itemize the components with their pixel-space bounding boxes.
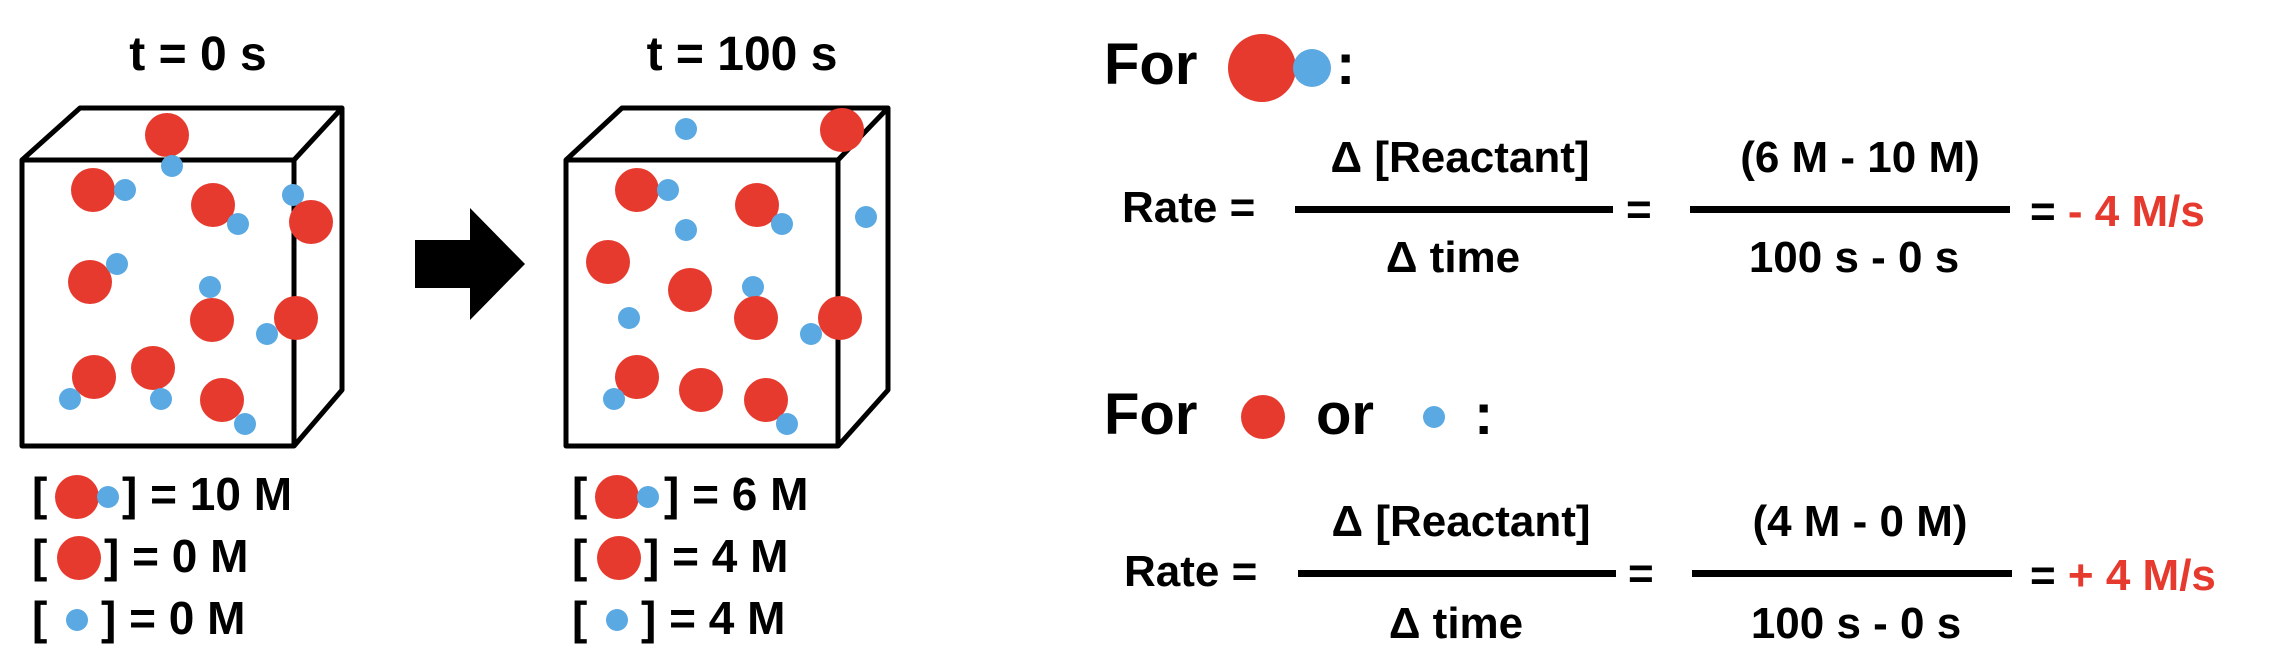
red-atom xyxy=(595,475,639,519)
blue-atom xyxy=(66,609,88,631)
rate-numerator: Δ [Reactant] xyxy=(1331,133,1590,182)
red-atom xyxy=(679,368,723,412)
value-numerator: (6 M - 10 M) xyxy=(1740,133,1980,182)
blue-atom xyxy=(675,118,697,140)
red-atom xyxy=(1228,34,1296,102)
conc-blue-final: ] = 4 M xyxy=(641,592,785,644)
red-atom xyxy=(200,378,244,422)
rate-label: Rate = xyxy=(1124,547,1257,596)
conc-molecule-initial: ] = 10 M xyxy=(122,468,292,520)
rate-result: = + 4 M/s xyxy=(2030,551,2216,600)
concentrations-initial: [ ] = 10 M [ ] = 0 M [ ] = 0 M xyxy=(32,468,292,644)
blue-atom xyxy=(97,486,119,508)
blue-atom xyxy=(282,184,304,206)
blue-atom xyxy=(776,413,798,435)
blue-atom xyxy=(150,388,172,410)
blue-atom xyxy=(234,413,256,435)
svg-text:[: [ xyxy=(32,468,47,520)
time-label-final: t = 100 s xyxy=(647,28,838,81)
svg-text:[: [ xyxy=(32,530,47,582)
fraction-bar xyxy=(1295,206,1613,213)
blue-atom xyxy=(199,276,221,298)
value-denominator: 100 s - 0 s xyxy=(1749,233,1959,282)
blue-atom xyxy=(606,609,628,631)
red-atom xyxy=(55,475,99,519)
blue-atom xyxy=(800,323,822,345)
particles-final xyxy=(586,108,877,435)
value-numerator: (4 M - 0 M) xyxy=(1752,497,1967,546)
red-atom xyxy=(191,183,235,227)
particles-initial xyxy=(59,113,333,435)
time-label-initial: t = 0 s xyxy=(129,28,266,81)
arrow-right-icon xyxy=(415,208,525,320)
blue-atom xyxy=(742,276,764,298)
red-atom xyxy=(734,296,778,340)
reactant-heading: For xyxy=(1104,32,1197,97)
fraction-bar xyxy=(1690,206,2010,213)
red-atom xyxy=(68,260,112,304)
blue-atom xyxy=(618,307,640,329)
red-atom xyxy=(72,355,116,399)
rate-result: = - 4 M/s xyxy=(2030,187,2205,236)
conc-blue-initial: ] = 0 M xyxy=(101,592,245,644)
red-atom xyxy=(274,296,318,340)
svg-text:[: [ xyxy=(572,468,587,520)
conc-red-initial: ] = 0 M xyxy=(104,530,248,582)
value-denominator: 100 s - 0 s xyxy=(1751,599,1961,648)
blue-atom xyxy=(603,388,625,410)
conc-red-final: ] = 4 M xyxy=(644,530,788,582)
concentrations-final: [ ] = 6 M [ ] = 4 M [ ] = 4 M xyxy=(572,468,808,644)
blue-atom xyxy=(1293,49,1331,87)
blue-atom xyxy=(1423,406,1445,428)
red-atom xyxy=(818,296,862,340)
red-atom xyxy=(615,168,659,212)
blue-atom xyxy=(771,213,793,235)
red-atom xyxy=(57,536,101,580)
rate-denominator: Δ time xyxy=(1386,233,1520,282)
product-heading: For xyxy=(1104,382,1197,447)
svg-text:[: [ xyxy=(572,530,587,582)
fraction-bar xyxy=(1298,570,1616,577)
svg-text:or: or xyxy=(1316,382,1374,447)
rate-numerator: Δ [Reactant] xyxy=(1332,497,1591,546)
svg-text::: : xyxy=(1474,382,1493,447)
red-atom xyxy=(71,168,115,212)
red-atom xyxy=(145,113,189,157)
product-rate-section: For or : Rate = Δ [Reactant] Δ time = (4… xyxy=(1104,382,2216,648)
red-atom xyxy=(131,346,175,390)
svg-text:=: = xyxy=(1628,549,1654,598)
red-atom xyxy=(744,378,788,422)
svg-text:=: = xyxy=(1626,185,1652,234)
blue-atom xyxy=(114,179,136,201)
red-atom xyxy=(668,268,712,312)
red-atom xyxy=(820,108,864,152)
conc-molecule-final: ] = 6 M xyxy=(664,468,808,520)
blue-atom xyxy=(657,179,679,201)
rate-denominator: Δ time xyxy=(1389,599,1523,648)
blue-atom xyxy=(59,388,81,410)
red-atom xyxy=(597,536,641,580)
blue-atom xyxy=(855,206,877,228)
blue-atom xyxy=(675,219,697,241)
blue-atom xyxy=(227,213,249,235)
reactant-rate-section: For : Rate = Δ [Reactant] Δ time = (6 M … xyxy=(1104,32,2205,282)
blue-atom xyxy=(256,323,278,345)
red-atom xyxy=(735,183,779,227)
red-atom xyxy=(289,200,333,244)
svg-text:[: [ xyxy=(572,592,587,644)
red-atom xyxy=(615,355,659,399)
blue-atom xyxy=(637,486,659,508)
red-atom xyxy=(190,298,234,342)
red-atom xyxy=(586,240,630,284)
svg-text:[: [ xyxy=(32,592,47,644)
rate-label: Rate = xyxy=(1122,183,1255,232)
red-atom xyxy=(1241,395,1285,439)
svg-text::: : xyxy=(1336,32,1355,97)
fraction-bar xyxy=(1692,570,2012,577)
blue-atom xyxy=(161,155,183,177)
blue-atom xyxy=(106,253,128,275)
